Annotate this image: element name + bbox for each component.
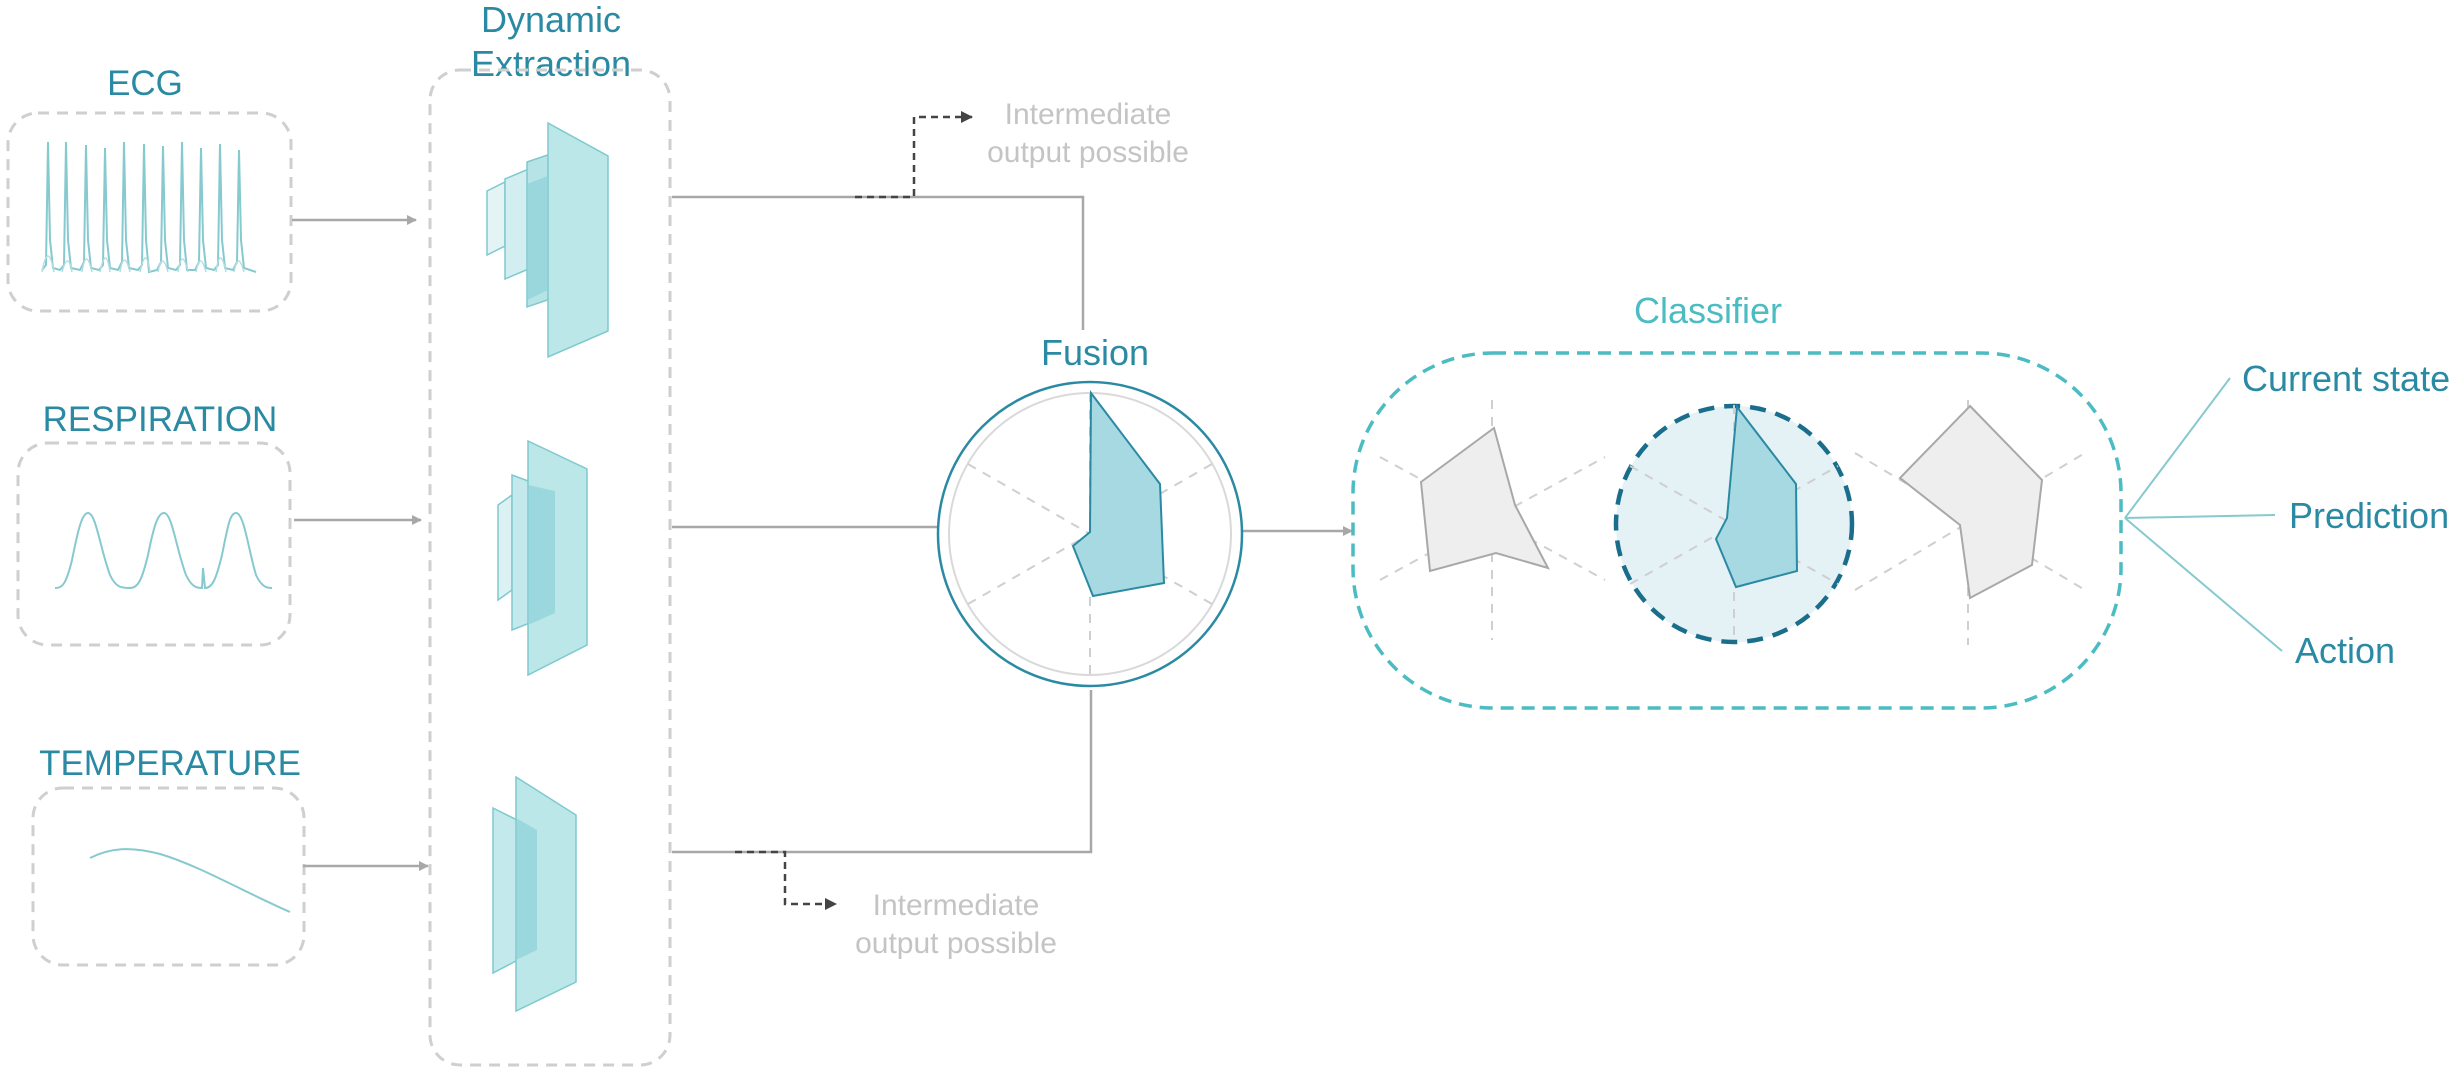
fusion-radar-shape xyxy=(1071,390,1166,598)
extraction-title-line2: Extraction xyxy=(471,43,631,84)
ecg-label: ECG xyxy=(107,64,183,103)
output-action: Action xyxy=(2295,630,2395,671)
classifier-group: Classifier xyxy=(1351,290,2123,710)
temperature-box xyxy=(31,786,306,967)
respiration-waveform xyxy=(54,511,273,590)
feature-stack-ecg xyxy=(486,121,609,359)
connector-top xyxy=(672,195,1085,330)
output-line-current-state xyxy=(2124,377,2231,519)
intermediate-bottom-line2: output possible xyxy=(855,927,1057,960)
intermediate-top-line1: Intermediate xyxy=(1005,98,1172,131)
outputs-group: Current state Prediction Action xyxy=(2124,358,2450,671)
fusion-connectors xyxy=(672,195,1353,854)
classifier-title: Classifier xyxy=(1634,290,1782,331)
feature-stack-respiration xyxy=(497,439,588,677)
intermediate-bottom-line1: Intermediate xyxy=(873,889,1040,922)
classifier-box xyxy=(1351,351,2123,710)
output-prediction: Prediction xyxy=(2289,495,2449,536)
selected-radar-shape xyxy=(1714,404,1799,589)
classifier-radar-selected xyxy=(1613,403,1855,645)
ecg-waveform-shadow xyxy=(41,255,245,273)
classifier-radar-right xyxy=(1854,400,2086,645)
respiration-signal-group: RESPIRATION xyxy=(16,400,422,647)
ecg-box xyxy=(6,111,293,313)
respiration-label: RESPIRATION xyxy=(43,400,278,439)
feature-stack-temperature xyxy=(492,775,577,1013)
output-line-action xyxy=(2124,517,2283,652)
classifier-radar-left xyxy=(1379,400,1606,640)
ecg-waveform xyxy=(41,141,257,274)
fusion-group: Fusion xyxy=(936,332,1244,688)
intermediate-output-top: Intermediate output possible xyxy=(855,98,1189,199)
dynamic-extraction-group: Dynamic Extraction xyxy=(428,0,672,1067)
extraction-box xyxy=(428,68,672,1067)
output-line-prediction xyxy=(2124,514,2276,519)
extraction-title-line1: Dynamic xyxy=(481,0,621,40)
temperature-label: TEMPERATURE xyxy=(39,744,301,783)
ecg-signal-group: ECG xyxy=(6,64,417,313)
fusion-title: Fusion xyxy=(1041,332,1149,373)
intermediate-top-line2: output possible xyxy=(987,136,1189,169)
temperature-waveform xyxy=(89,848,291,913)
temperature-signal-group: TEMPERATURE xyxy=(31,744,429,967)
intermediate-output-bottom: Intermediate output possible xyxy=(735,850,1057,960)
connector-bottom xyxy=(672,690,1093,854)
respiration-box xyxy=(16,441,292,647)
output-current-state: Current state xyxy=(2242,358,2450,399)
